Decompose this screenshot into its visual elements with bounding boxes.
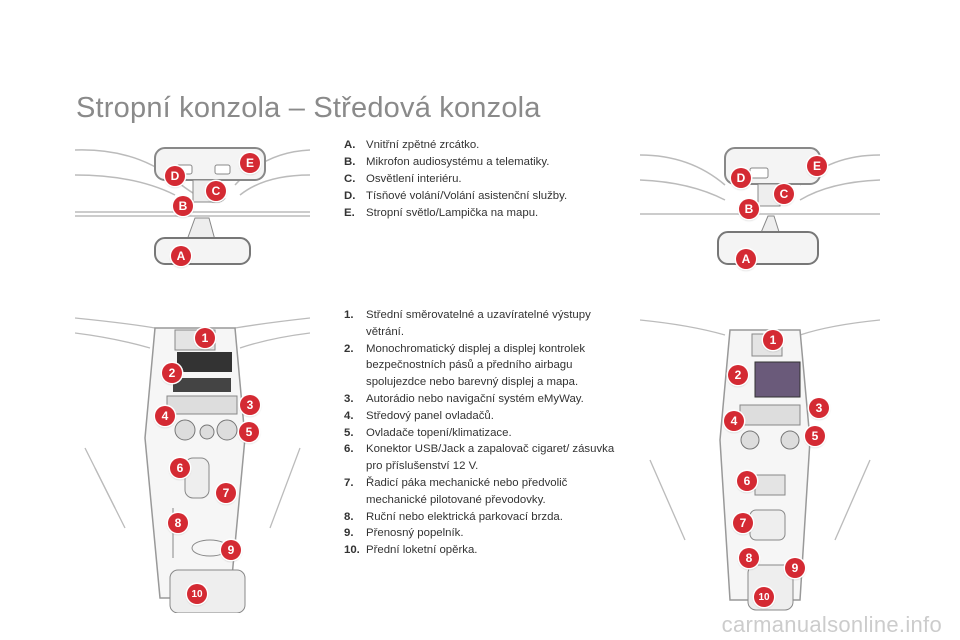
callout-badge-7: 7: [733, 513, 753, 533]
list-item: 3. Autorádio nebo navigační systém eMyWay…: [344, 391, 624, 408]
callout-badge-c: C: [206, 181, 226, 201]
list-item: B. Mikrofon audiosystému a telematiky.: [344, 154, 567, 171]
callout-badge-c: C: [774, 184, 794, 204]
callout-badge-6: 6: [170, 458, 190, 478]
list-item: 2. Monochromatický displej a displej kont…: [344, 341, 624, 391]
item-text: Konektor USB/Jack a zapalovač cigaret/ z…: [366, 443, 615, 473]
item-text: Střední směrovatelné a uzavíratelné výst…: [366, 309, 591, 338]
callout-badge-2: 2: [728, 365, 748, 385]
callout-badge-3: 3: [809, 398, 829, 418]
callout-badge-2: 2: [162, 363, 182, 383]
list-item: 1. Střední směrovatelné a uzavíratelné vý…: [344, 307, 624, 341]
item-text: Stropní světlo/Lampička na mapu.: [366, 207, 539, 219]
list-item: 5. Ovladače topení/klimatizace.: [344, 425, 624, 442]
center-console-illustration-right: [640, 319, 880, 611]
item-key: 9.: [344, 527, 354, 540]
callout-badge-5: 5: [239, 422, 259, 442]
item-key: 10.: [344, 544, 360, 557]
item-text: Ruční nebo elektrická parkovací brzda.: [366, 510, 563, 523]
item-text: Ovladače topení/klimatizace.: [366, 426, 512, 439]
item-key: C.: [344, 173, 356, 185]
list-item: E. Stropní světlo/Lampička na mapu.: [344, 205, 567, 222]
list-item: 8. Ruční nebo elektrická parkovací brzda.: [344, 509, 624, 526]
callout-badge-10: 10: [187, 584, 207, 604]
list-item: 4. Středový panel ovladačů.: [344, 408, 624, 425]
item-text: Osvětlení interiéru.: [366, 173, 462, 185]
item-key: B.: [344, 156, 356, 168]
ceiling-console-illustration-right: [640, 147, 880, 265]
item-text: Autorádio nebo navigační systém eMyWay.: [366, 392, 584, 405]
item-key: 2.: [344, 342, 354, 355]
item-key: 5.: [344, 426, 354, 439]
list-item: A. Vnitřní zpětné zrcátko.: [344, 137, 567, 154]
center-console-illustration-left: [75, 317, 310, 613]
item-text: Mikrofon audiosystému a telematiky.: [366, 156, 550, 168]
callout-badge-8: 8: [168, 513, 188, 533]
ceiling-legend: A. Vnitřní zpětné zrcátko. B. Mikrofon aud…: [344, 137, 567, 222]
callout-badge-4: 4: [724, 411, 744, 431]
item-text: Přenosný popelník.: [366, 527, 464, 540]
callout-badge-7: 7: [216, 483, 236, 503]
page-title: Stropní konzola – Středová konzola: [76, 92, 541, 124]
callout-badge-4: 4: [155, 406, 175, 426]
item-text: Tísňové volání/Volání asistenční služby.: [366, 190, 568, 202]
callout-badge-e: E: [240, 153, 260, 173]
item-text: Monochromatický displej a displej kontro…: [366, 342, 586, 389]
item-key: 4.: [344, 409, 354, 422]
item-text: Vnitřní zpětné zrcátko.: [366, 139, 480, 151]
item-text: Přední loketní opěrka.: [366, 544, 478, 557]
callout-badge-d: D: [165, 166, 185, 186]
callout-badge-10: 10: [754, 587, 774, 607]
callout-badge-b: B: [739, 199, 759, 219]
callout-badge-6: 6: [737, 471, 757, 491]
callout-badge-3: 3: [240, 395, 260, 415]
item-text: Řadicí páka mechanické nebo předvolič me…: [366, 476, 568, 506]
list-item: 10. Přední loketní opěrka.: [344, 542, 624, 559]
list-item: D. Tísňové volání/Volání asistenční služb…: [344, 188, 567, 205]
callout-badge-e: E: [807, 156, 827, 176]
list-item: C. Osvětlení interiéru.: [344, 171, 567, 188]
item-key: 7.: [344, 476, 354, 489]
callout-badge-1: 1: [195, 328, 215, 348]
list-item: 9. Přenosný popelník.: [344, 525, 624, 542]
item-text: Středový panel ovladačů.: [366, 409, 494, 422]
callout-badge-1: 1: [763, 330, 783, 350]
watermark: carmanualsonline.info: [721, 612, 942, 637]
item-key: 3.: [344, 392, 354, 405]
callout-badge-a: A: [736, 249, 756, 269]
console-legend: 1. Střední směrovatelné a uzavíratelné vý…: [344, 307, 624, 559]
callout-badge-9: 9: [221, 540, 241, 560]
item-key: 1.: [344, 309, 354, 321]
callout-badge-a: A: [171, 246, 191, 266]
item-key: 6.: [344, 443, 354, 456]
list-item: 6. Konektor USB/Jack a zapalovač cigaret/…: [344, 441, 624, 475]
callout-badge-b: B: [173, 196, 193, 216]
callout-badge-5: 5: [805, 426, 825, 446]
item-key: D.: [344, 190, 356, 202]
list-item: 7. Řadicí páka mechanické nebo předvolič …: [344, 475, 624, 509]
callout-badge-d: D: [731, 168, 751, 188]
item-key: A.: [344, 139, 356, 151]
callout-badge-9: 9: [785, 558, 805, 578]
callout-badge-8: 8: [739, 548, 759, 568]
item-key: E.: [344, 207, 355, 219]
item-key: 8.: [344, 510, 354, 523]
